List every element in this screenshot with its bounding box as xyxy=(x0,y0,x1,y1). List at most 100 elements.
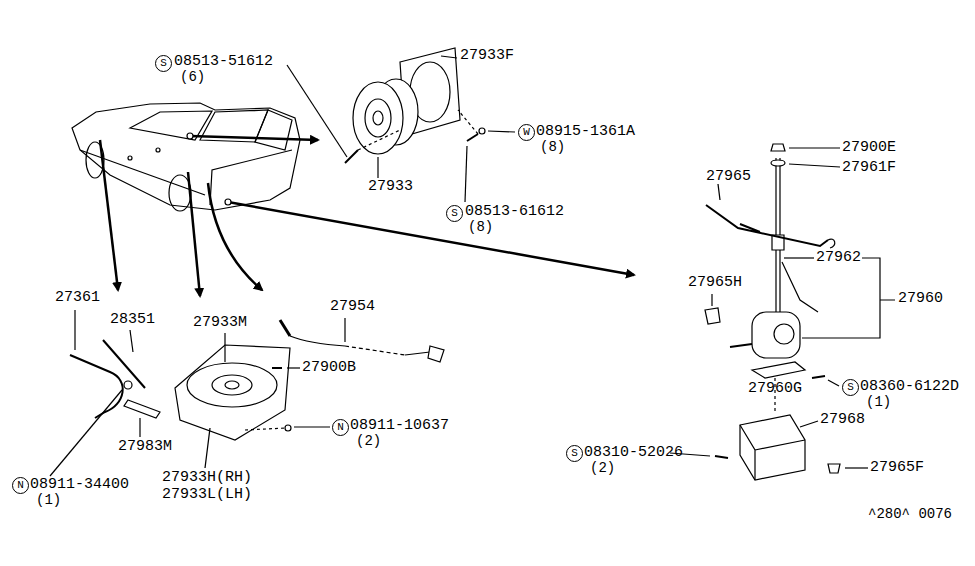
front-parts-part xyxy=(272,367,282,369)
quantity: (1) xyxy=(36,493,61,508)
symbol-letter: W xyxy=(518,124,535,141)
front-parts-part xyxy=(285,425,291,431)
symbol-letter: S xyxy=(842,379,859,396)
location-arrows-part xyxy=(188,172,200,296)
antenna-assembly-part xyxy=(828,380,839,386)
front-parts-part xyxy=(74,310,75,350)
rear-speaker-part xyxy=(373,111,383,125)
front-parts-part xyxy=(103,340,145,388)
callout-number: 27961F xyxy=(842,160,896,177)
front-parts-part xyxy=(70,355,123,418)
rear-speaker-part xyxy=(353,82,403,154)
callout-number: 27965F xyxy=(870,460,924,477)
front-parts-part xyxy=(50,390,122,476)
antenna-assembly-part xyxy=(715,456,728,458)
part-number: 08911-34400 xyxy=(30,477,129,494)
rear-speaker-part xyxy=(465,146,467,202)
callout-number: 27983M xyxy=(118,439,172,456)
callout-number: 27962 xyxy=(816,250,861,267)
antenna-assembly-part xyxy=(740,415,805,480)
quantity: (8) xyxy=(540,140,565,155)
callout-number: 27933L(LH) xyxy=(162,487,252,504)
car-body-part xyxy=(156,148,160,152)
antenna-assembly-part xyxy=(752,312,800,358)
antenna-assembly-part xyxy=(730,344,752,347)
front-parts-part xyxy=(294,426,330,427)
front-parts xyxy=(50,310,444,476)
antenna-assembly-part xyxy=(828,464,840,473)
location-arrows-part xyxy=(190,136,318,140)
rear-speaker-part xyxy=(467,134,478,141)
car-body-part xyxy=(255,110,292,150)
front-parts-part xyxy=(175,345,290,440)
callout-number: 27968 xyxy=(820,412,865,429)
front-parts-part xyxy=(345,346,405,355)
rear-speaker-part xyxy=(365,99,391,137)
antenna-assembly-part xyxy=(789,148,840,167)
callout-number: 27960G xyxy=(748,381,802,398)
antenna-assembly-part xyxy=(771,144,785,151)
callout-number: 27933M xyxy=(193,315,247,332)
antenna-assembly-part xyxy=(711,294,712,306)
part-number: 08911-10637 xyxy=(350,418,449,435)
antenna-assembly-part xyxy=(784,257,814,258)
antenna-assembly-part xyxy=(828,239,835,248)
part-number: 08360-6122D xyxy=(860,379,959,396)
location-arrows-part xyxy=(228,202,634,275)
part-number: 08915-1361A xyxy=(536,124,635,141)
antenna-assembly-part xyxy=(845,467,868,468)
callout-number: 27933F xyxy=(460,48,514,65)
antenna-assembly-part xyxy=(740,425,805,480)
antenna-assembly-part xyxy=(718,184,720,200)
front-parts-part xyxy=(205,428,210,468)
antenna-assembly-part xyxy=(800,421,818,427)
symbol-letter: N xyxy=(12,477,29,494)
front-parts-part xyxy=(405,352,430,355)
antenna-assembly-part xyxy=(771,160,785,166)
callout-number: 27954 xyxy=(330,299,375,316)
quantity: (6) xyxy=(180,70,205,85)
antenna-assembly-part xyxy=(752,362,805,378)
drawing-code: ^280^ 0076 xyxy=(868,507,952,522)
location-arrows-part xyxy=(208,183,262,290)
rear-speaker-part xyxy=(358,110,478,150)
front-parts-part xyxy=(139,418,140,437)
car-body-part xyxy=(210,150,292,205)
car-body-part xyxy=(128,156,132,160)
rear-speaker xyxy=(287,48,515,202)
front-parts-part xyxy=(187,363,277,407)
callout-number: 27361 xyxy=(55,290,100,307)
callout-number: 27900E xyxy=(842,140,896,157)
antenna-assembly-part xyxy=(705,308,720,324)
part-number: 08513-51612 xyxy=(174,54,273,71)
callout-number: 27965 xyxy=(706,169,751,186)
front-parts-part xyxy=(428,346,444,362)
symbol-letter: S xyxy=(155,55,172,72)
symbol-letter: N xyxy=(332,419,349,436)
rear-speaker-part xyxy=(377,157,378,178)
callout-number: 27965H xyxy=(688,275,742,292)
antenna-assembly-part xyxy=(774,324,794,344)
front-parts-part xyxy=(225,381,239,389)
front-parts-part xyxy=(124,400,160,418)
antenna-assembly-part xyxy=(782,262,818,312)
antenna-assembly-part xyxy=(802,258,895,338)
front-parts-part xyxy=(130,330,133,352)
location-arrows-part xyxy=(187,133,193,139)
rear-speaker-part xyxy=(441,56,457,58)
symbol-letter: S xyxy=(566,445,583,462)
front-parts-part xyxy=(344,318,345,342)
callout-number: 27933 xyxy=(368,179,413,196)
callout-number: 28351 xyxy=(110,312,155,329)
symbol-letter: S xyxy=(446,205,463,222)
callout-number: 27960 xyxy=(898,291,943,308)
front-parts-part xyxy=(287,367,300,368)
callout-number: 27933H(RH) xyxy=(162,470,252,487)
quantity: (2) xyxy=(590,461,615,476)
front-parts-part xyxy=(212,375,252,395)
front-parts-part xyxy=(290,336,345,346)
quantity: (1) xyxy=(866,395,891,410)
quantity: (2) xyxy=(356,434,381,449)
